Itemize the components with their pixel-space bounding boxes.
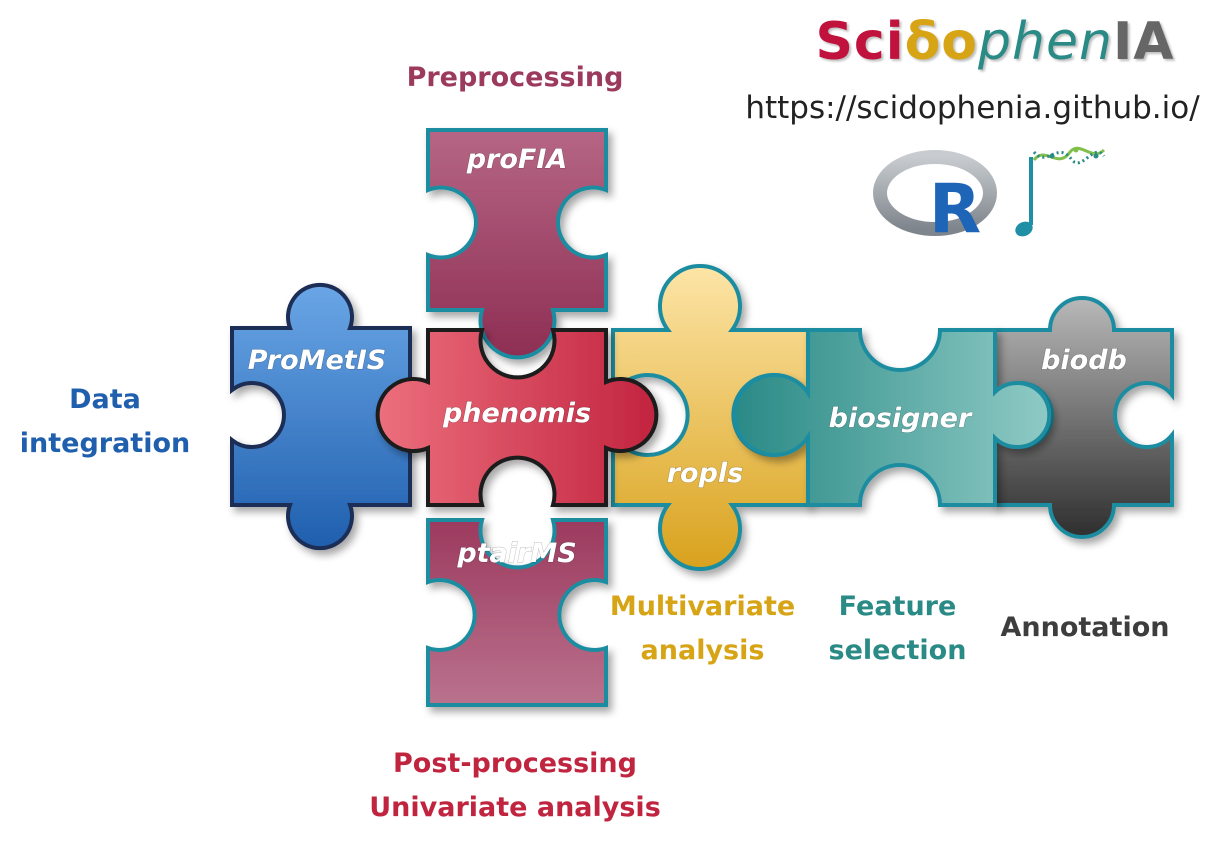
piece-label-phenomis: phenomis [442, 398, 591, 429]
piece-label-prometis: ProMetIS [248, 345, 386, 376]
brand-title: SciδophenIA [800, 12, 1190, 72]
website-url[interactable]: https://scidophenia.github.io/ [745, 90, 1200, 126]
label-post-processing: Post-processing Univariate analysis [369, 748, 661, 823]
piece-label-profia: proFIA [466, 144, 568, 175]
brand-part-delta: δ [904, 12, 942, 72]
brand-part-ia: IA [1112, 12, 1175, 72]
music-note-icon [1015, 146, 1106, 237]
label-annotation: Annotation [1000, 612, 1170, 643]
piece-ptairms[interactable] [426, 518, 608, 707]
label-preprocessing: Preprocessing [406, 62, 624, 93]
piece-label-ptairms: ptairMS [456, 538, 576, 569]
brand-part-sci: Sci [815, 12, 905, 72]
piece-label-biodb: biodb [1041, 345, 1127, 376]
brand-part-o: o [941, 12, 979, 72]
label-feature-selection: Feature selection [828, 591, 967, 666]
label-data-integration: Data integration [19, 384, 191, 459]
piece-prometis[interactable] [230, 282, 467, 551]
label-multivariate-analysis: Multivariate analysis [609, 591, 796, 666]
svg-text:R: R [929, 170, 981, 249]
r-logo-icon: R [873, 150, 997, 249]
piece-biosigner[interactable] [732, 328, 1052, 507]
piece-label-biosigner: biosigner [829, 403, 973, 434]
piece-biodb[interactable] [993, 296, 1174, 539]
brand-part-phen: phen [978, 12, 1113, 72]
piece-label-ropls: ropls [667, 458, 744, 489]
piece-phenomis[interactable] [375, 328, 659, 507]
piece-profia[interactable] [426, 128, 608, 360]
